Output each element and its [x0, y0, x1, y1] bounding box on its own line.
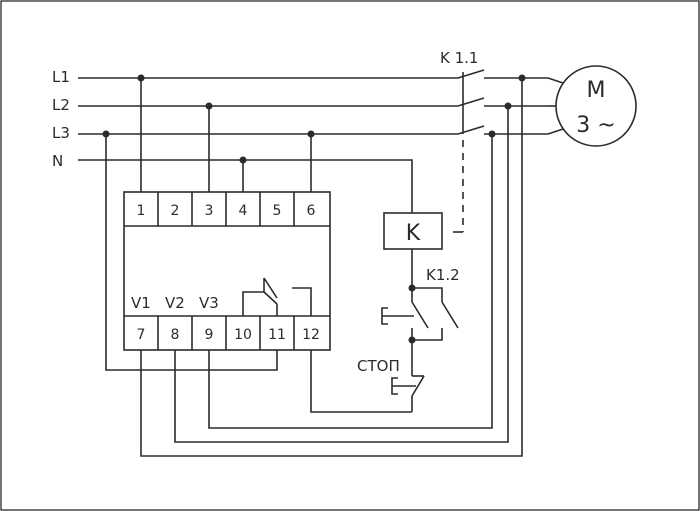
- terminal-5: 5: [273, 203, 282, 219]
- coil-k-label: K: [406, 221, 421, 246]
- motor-circle: [555, 65, 637, 147]
- motor-symbol: M: [587, 78, 606, 103]
- label-stop: СТОП: [357, 357, 400, 375]
- terminal-3: 3: [205, 203, 214, 219]
- terminal-12: 12: [302, 327, 320, 343]
- label-k12: K1.2: [426, 266, 460, 284]
- terminal-8: 8: [171, 327, 180, 343]
- relay-body: [123, 191, 331, 351]
- input-v3: V3: [199, 294, 219, 312]
- terminal-6: 6: [307, 203, 316, 219]
- label-n: N: [52, 152, 63, 170]
- input-v2: V2: [165, 294, 185, 312]
- terminal-2: 2: [171, 203, 180, 219]
- monitor-wires: [140, 78, 523, 457]
- coil-k-box: [383, 212, 443, 250]
- bus-n: [78, 159, 413, 213]
- terminal-9: 9: [205, 327, 214, 343]
- terminal-7: 7: [137, 327, 146, 343]
- relay-supply-wires: [105, 78, 312, 371]
- terminal-1: 1: [137, 203, 146, 219]
- relay-output-contact: [242, 277, 312, 316]
- terminal-4: 4: [239, 203, 248, 219]
- start-button: [381, 288, 429, 340]
- input-v1: V1: [131, 294, 151, 312]
- terminal-11: 11: [268, 327, 286, 343]
- label-l2: L2: [52, 96, 70, 114]
- label-k11: K 1.1: [440, 49, 478, 67]
- label-l1: L1: [52, 68, 70, 86]
- junction-dots: [102, 74, 526, 344]
- top-terminal-dividers: [157, 192, 295, 226]
- motor-type: 3 ~: [576, 113, 615, 138]
- bottom-terminal-dividers: [157, 316, 295, 350]
- terminal-10: 10: [234, 327, 252, 343]
- aux-contact-k12: [412, 287, 459, 341]
- stop-button: [310, 340, 425, 413]
- label-l3: L3: [52, 124, 70, 142]
- main-contacts-k11: [457, 69, 548, 135]
